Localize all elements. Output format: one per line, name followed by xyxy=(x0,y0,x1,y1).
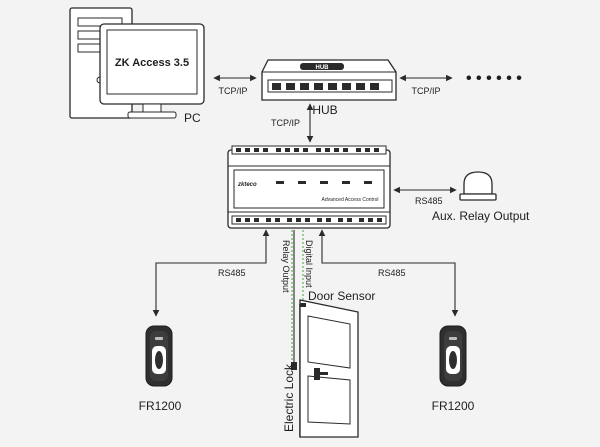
hub-label: HUB xyxy=(312,103,337,117)
more-devices-ellipsis: • • • • • • xyxy=(466,70,522,87)
door-sensor-label: Door Sensor xyxy=(308,289,375,303)
right-reader-label: FR1200 xyxy=(432,399,475,413)
left-reader-label: FR1200 xyxy=(139,399,182,413)
left-reader-link-label: RS485 xyxy=(218,268,246,278)
hub-right-link-label: TCP/IP xyxy=(411,86,440,96)
monitor-icon xyxy=(99,23,205,119)
left-reader-link: RS485 xyxy=(152,229,270,317)
right-reader-link: RS485 xyxy=(318,229,459,317)
pc-label: PC xyxy=(184,111,201,125)
door-sensor-icon xyxy=(300,303,306,307)
left-fingerprint-reader: FR1200 xyxy=(139,325,182,413)
right-fingerprint-reader: FR1200 xyxy=(432,325,475,413)
relay-output-wire: Relay Output xyxy=(281,230,295,362)
aux-relay-label: Aux. Relay Output xyxy=(432,209,530,223)
fingerprint-reader-icon xyxy=(145,325,173,387)
top-terminal-block xyxy=(231,145,387,155)
relay-output-label: Relay Output xyxy=(281,240,291,293)
status-led-row xyxy=(276,181,372,184)
electric-lock-label: Electric Lock xyxy=(282,363,296,432)
door-device: Door Sensor Electric Lock xyxy=(282,289,375,438)
pc-screen-title: ZK Access 3.5 xyxy=(115,57,189,69)
panel-brand-logo: zkteco xyxy=(237,182,257,188)
electric-lock-icon xyxy=(291,362,297,370)
aux-relay-device: Aux. Relay Output xyxy=(432,171,530,223)
hub-right-link: TCP/IP • • • • • • xyxy=(399,70,522,96)
panel-model-text: Advanced Access Control xyxy=(322,197,379,203)
panel-aux-link-label: RS485 xyxy=(415,196,443,206)
digital-input-wire: Digital Input xyxy=(302,230,314,304)
hub-badge-text: HUB xyxy=(316,65,330,71)
hub-device: HUB HUB xyxy=(261,59,397,117)
pc-device: ZK Access 3.5 PC xyxy=(69,7,205,125)
pc-hub-link: TCP/IP xyxy=(213,74,257,96)
bottom-terminal-block xyxy=(231,215,387,225)
access-control-panel: zkteco Advanced Access Control xyxy=(227,145,391,229)
hub-panel-link: TCP/IP xyxy=(271,103,314,143)
panel-aux-link: RS485 xyxy=(393,186,457,206)
door-icon xyxy=(299,299,359,438)
fingerprint-reader-icon xyxy=(439,325,467,387)
pc-hub-link-label: TCP/IP xyxy=(218,86,247,96)
alarm-siren-icon xyxy=(459,171,497,201)
network-switch-icon xyxy=(261,59,397,101)
right-reader-link-label: RS485 xyxy=(378,268,406,278)
hub-panel-link-label: TCP/IP xyxy=(271,118,300,128)
digital-input-label: Digital Input xyxy=(304,240,314,288)
